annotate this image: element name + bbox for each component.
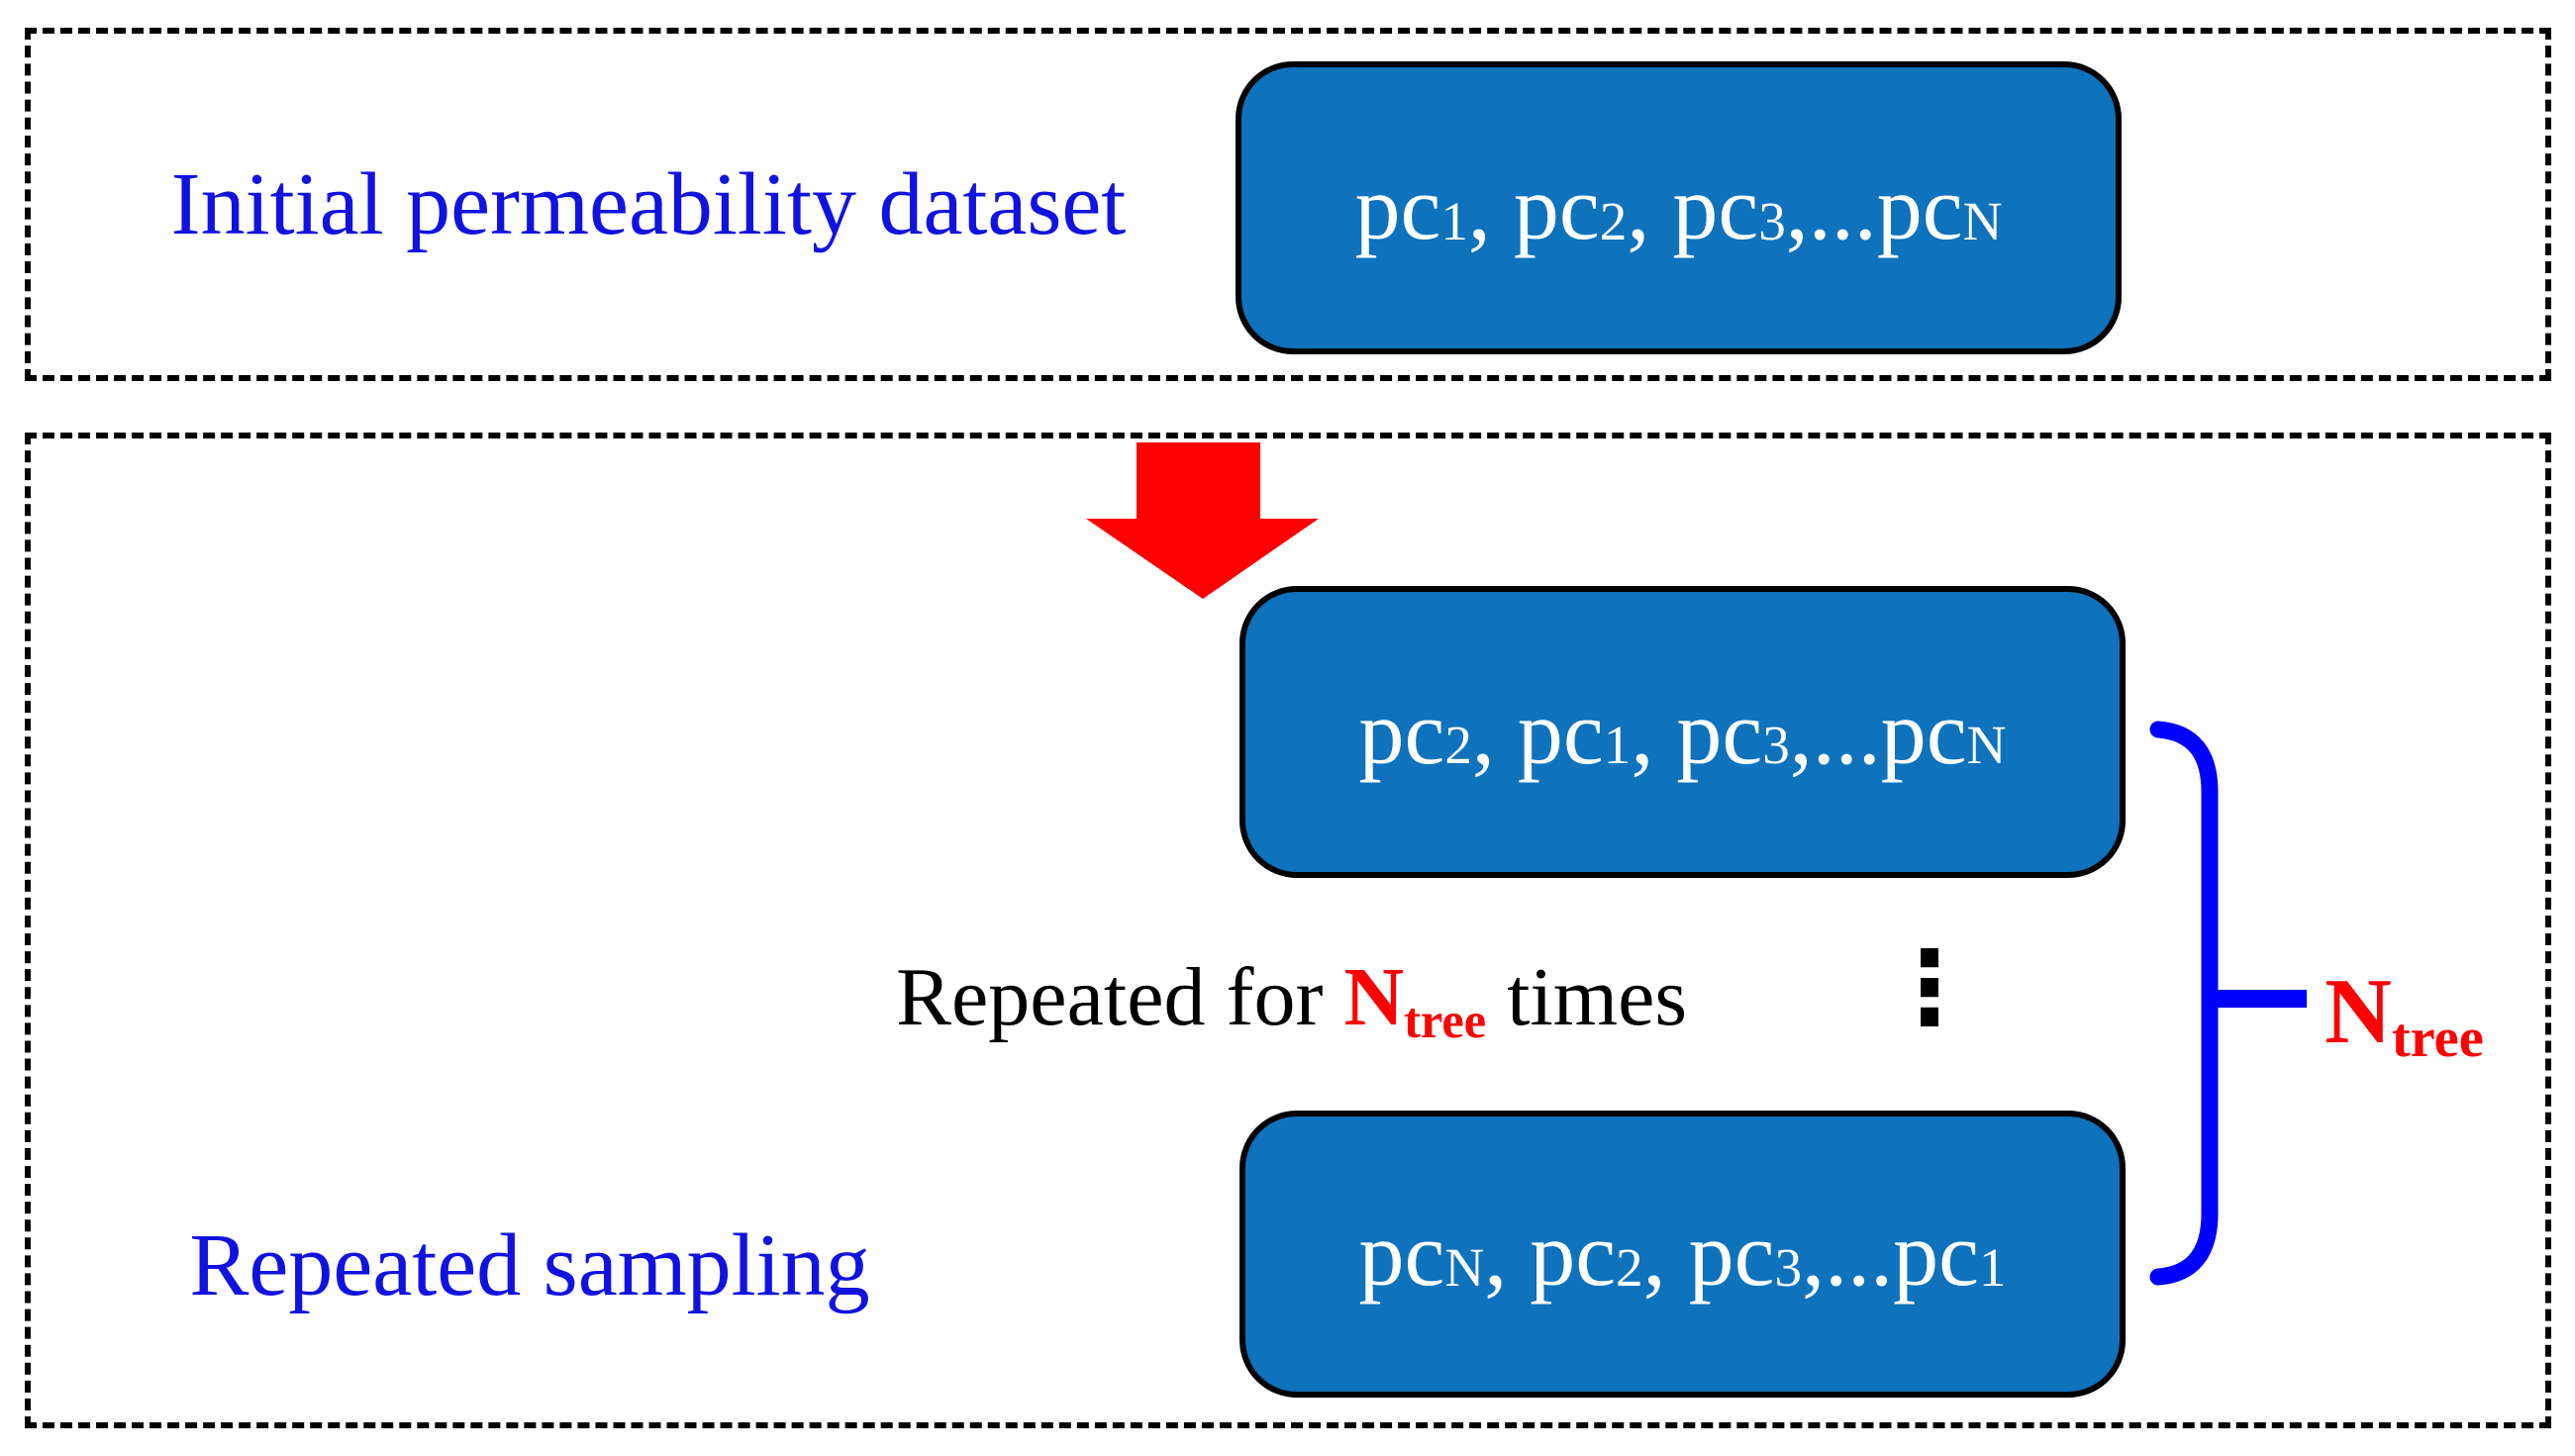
repeat-caption: Repeated for Ntree times [896, 951, 1688, 1048]
repeated-sampling-panel [25, 433, 2551, 1428]
repeated-sampling-label: Repeated sampling [189, 1216, 870, 1314]
vertical-ellipsis: ⋮ [1879, 929, 1980, 1047]
ntree-count-label: Ntree [2325, 960, 2484, 1070]
initial-dataset-panel [25, 28, 2551, 381]
initial-dataset-label: Initial permeability dataset [170, 155, 1127, 253]
